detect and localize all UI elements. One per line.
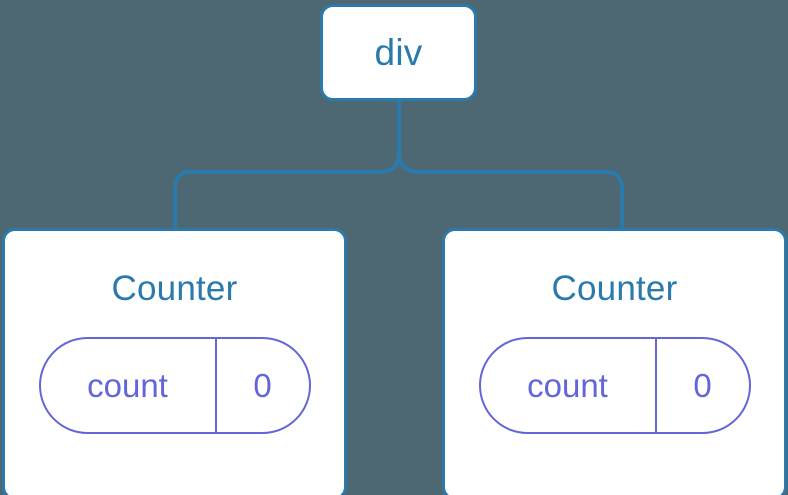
state-pill-left[interactable]: count 0	[38, 337, 311, 434]
node-div-label: div	[374, 32, 423, 73]
node-counter-left-title: Counter	[111, 269, 238, 308]
state-pill-right[interactable]: count 0	[478, 337, 751, 434]
connector-right-branch	[397, 98, 624, 232]
state-pill-divider-right	[654, 339, 657, 432]
state-key-right: count	[527, 367, 608, 404]
node-counter-left[interactable]: Counter count 0	[2, 228, 347, 495]
node-counter-right[interactable]: Counter count 0	[442, 228, 787, 495]
state-value-right: 0	[693, 367, 712, 404]
node-div[interactable]: div	[320, 4, 477, 101]
state-value-left: 0	[253, 367, 272, 404]
state-key-left: count	[87, 367, 168, 404]
node-counter-right-title: Counter	[551, 269, 678, 308]
connector-left-branch	[173, 98, 401, 232]
state-pill-divider-left	[214, 339, 217, 432]
